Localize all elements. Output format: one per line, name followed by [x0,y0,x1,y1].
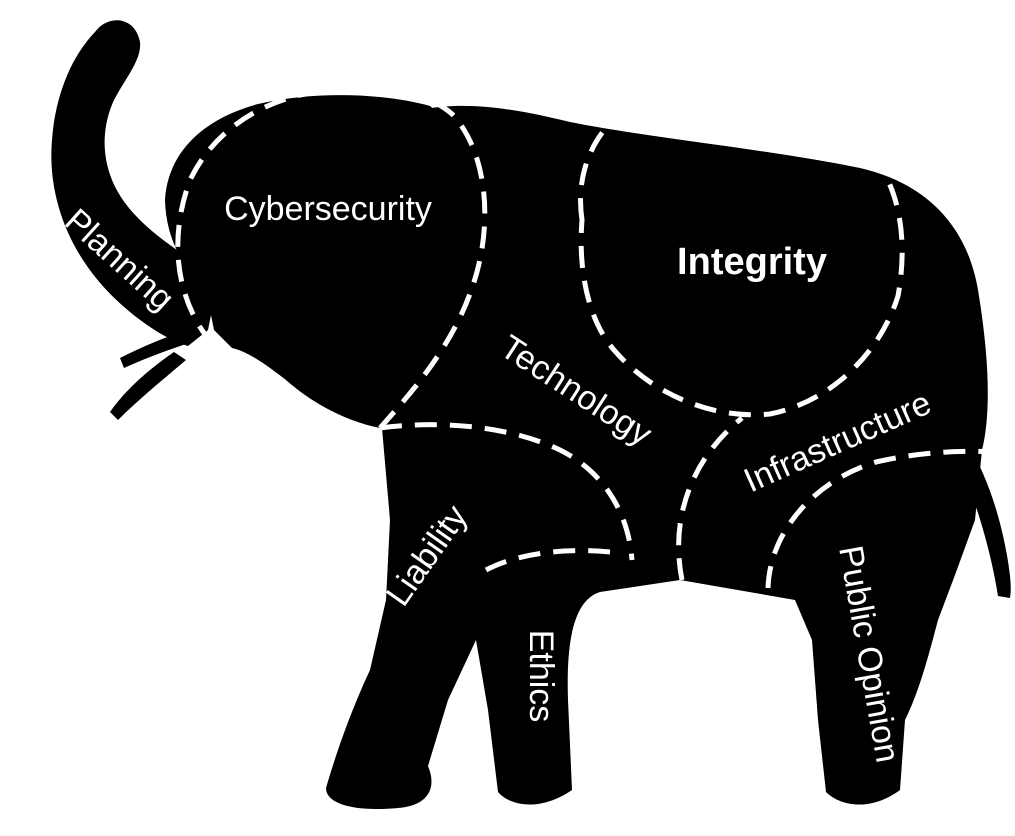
region-dividers [175,87,1001,589]
label-cybersecurity: Cybersecurity [224,190,432,228]
elephant-tusk [110,352,186,420]
elephant-trunk [51,20,214,347]
liability-divider [379,422,635,561]
integrity-divider [578,95,905,418]
cybersecurity-divider [175,87,488,430]
elephant-body [326,105,988,810]
label-ethics: Ethics [522,630,560,723]
elephant-tusk [120,330,192,368]
infrastructure-divider [676,416,744,581]
ethics-divider [484,548,611,573]
elephant-tail [965,440,1011,598]
elephant-silhouette-icon [51,20,1011,810]
elephant-head [165,95,470,428]
label-integrity: Integrity [677,241,827,283]
public-opinion-divider [765,448,1001,589]
